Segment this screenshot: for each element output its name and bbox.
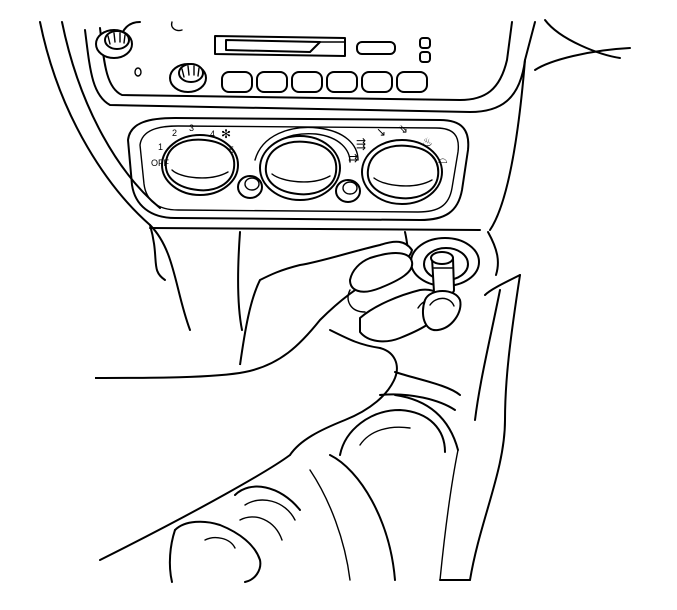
radio-preset-buttons [221,71,428,93]
fan-icon: ✻ [221,127,231,141]
fan-speed-labels: OFF 1 2 3 4 5 ✻ [151,123,234,168]
fan-off-label: OFF [151,158,169,168]
ac-button[interactable] [335,179,361,203]
fan-speed-3-label: 3 [189,123,194,133]
radio-indicator [170,21,183,32]
radio-pinhole [134,67,142,77]
fan-speed-knob[interactable] [161,134,239,196]
air-mode-icons: ⇉ ⇶ ↘ ⇘ ♨ ⌓ [348,122,448,166]
fan-speed-5-label: 5 [229,145,234,155]
lower-hand-shape [168,520,262,583]
radio-unit [95,21,431,93]
hand [94,240,446,561]
defrost-mode-icon: ♨ [422,135,433,149]
climate-control-panel: OFF 1 2 3 4 5 ✻ [127,117,470,221]
air-mode-knob[interactable] [361,139,443,205]
fan-speed-1-label: 1 [158,142,163,152]
bi-level-mode-icon: ⇶ [356,137,366,151]
radio-knob-right [169,63,207,93]
rear-defog-icon: ⌓ [438,152,448,166]
radio-knob-left [95,29,133,59]
recirculation-button[interactable] [237,175,263,199]
temperature-knob[interactable] [254,126,359,201]
lower-console [234,231,521,581]
radio-small-buttons [356,37,431,63]
cassette-slot [214,35,346,57]
floor-mode-icon: ↘ [376,125,386,139]
lighter-plug[interactable] [421,251,462,332]
floor-defrost-mode-icon: ⇘ [398,122,408,136]
fan-speed-2-label: 2 [172,128,177,138]
fan-speed-4-label: 4 [210,129,215,139]
dashboard-outline [39,19,631,331]
vent-mode-icon: ⇉ [348,151,358,165]
